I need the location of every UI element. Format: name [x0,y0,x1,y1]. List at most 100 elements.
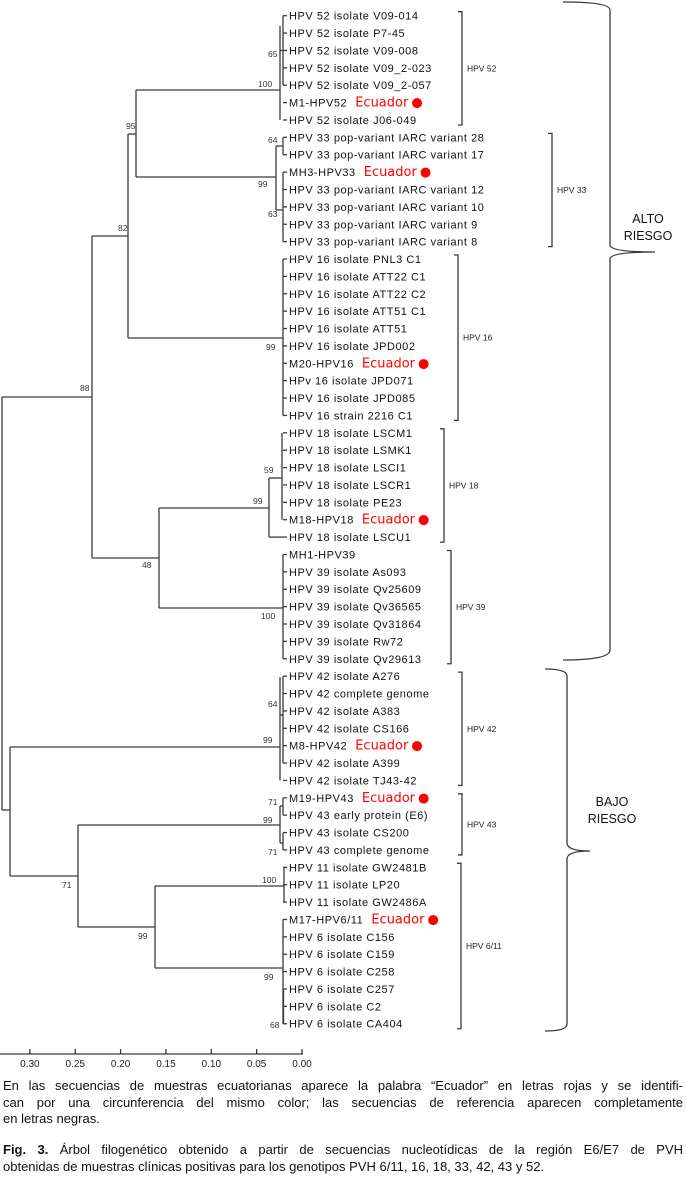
leaf-name: HPV 42 isolate A383 [289,706,400,718]
leaf-name: HPV 6 isolate C257 [289,984,395,996]
reference-sequence-label: HPV 16 isolate ATT22 C2 [289,289,426,301]
risk-label: RIESGO [588,812,637,826]
bootstrap-value: 99 [266,342,276,352]
leaf-name: HPV 16 isolate PNL3 C1 [289,254,422,266]
leaf-name: HPV 16 isolate JPD002 [289,341,416,353]
leaf-name: HPV 42 isolate TJ43-42 [289,775,417,787]
reference-sequence-label: HPV 11 isolate LP20 [289,880,400,892]
leaf-name: HPV 42 isolate A276 [289,671,400,683]
figure-label: Fig. 3. [3,1142,49,1157]
reference-sequence-label: HPV 18 isolate LSCI1 [289,463,406,475]
leaf-name: M8-HPV42 [289,741,347,753]
leaf-name: HPV 16 strain 2216 C1 [289,410,413,422]
leaf-name: HPV 52 isolate V09_2-023 [289,63,432,75]
group-bracket [454,254,459,422]
bootstrap-value: 100 [262,875,276,885]
group-bracket [548,132,553,248]
reference-sequence-label: HPV 39 isolate Rw72 [289,636,403,648]
leaf-name: HPV 11 isolate GW2486A [289,897,427,909]
ecuador-tag: Ecuador [362,791,416,806]
leaf-name: HPV 6 isolate CA404 [289,1019,403,1031]
reference-sequence-label: HPV 39 isolate Qv29613 [289,654,422,666]
reference-sequence-label: HPV 33 pop-variant IARC variant 12 [289,185,484,197]
reference-sequence-label: HPV 33 pop-variant IARC variant 9 [289,219,478,231]
bootstrap-value: 100 [258,79,272,89]
axis-tick-label: 0.25 [66,1059,86,1070]
group-bracket [458,793,463,856]
leaf-name: HPV 43 early protein (E6) [289,810,428,822]
reference-sequence-label: HPV 6 isolate C159 [289,949,395,961]
bootstrap-value: 88 [80,383,90,393]
leaf-name: M1-HPV52 [289,98,347,110]
leaf-name: HPV 33 pop-variant IARC variant 10 [289,202,484,214]
reference-sequence-label: HPV 39 isolate Qv31864 [289,619,422,631]
leaf-name: HPV 42 isolate A399 [289,758,400,770]
bootstrap-value: 71 [268,797,278,807]
reference-sequence-label: HPv 16 isolate JPD071 [289,376,414,388]
axis-tick-label: 0.30 [20,1059,40,1070]
ecuador-tag: Ecuador [355,96,409,111]
leaf-name: MH3-HPV33 [289,167,356,179]
reference-sequence-label: HPV 33 pop-variant IARC variant 17 [289,150,484,162]
reference-sequence-label: HPV 6 isolate C156 [289,932,395,944]
reference-sequence-label: HPV 6 isolate C2 [289,1001,382,1013]
brace-low-risk [544,668,591,1032]
leaf-name: HPV 11 isolate GW2481B [289,862,427,874]
leaf-name: HPV 39 isolate Qv29613 [289,654,422,666]
reference-sequence-label: HPV 16 isolate JPD085 [289,393,416,405]
leaf-name: HPV 39 isolate Qv25609 [289,584,422,596]
leaf-name: HPV 33 pop-variant IARC variant 8 [289,237,478,249]
reference-sequence-label: HPV 42 isolate A399 [289,758,400,770]
red-circle-icon: ● [427,912,438,927]
reference-sequence-label: HPV 18 isolate LSCU1 [289,532,411,544]
reference-sequence-label: HPV 52 isolate V09_2-023 [289,63,432,75]
reference-sequence-label: HPV 42 isolate CS166 [289,723,409,735]
caption-line: Árbol filogenético obtenido a partir de … [48,1142,684,1157]
reference-sequence-label: HPV 11 isolate GW2486A [289,897,427,909]
leaf-name: HPV 39 isolate Rw72 [289,636,403,648]
reference-sequence-label: HPV 33 pop-variant IARC variant 8 [289,237,478,249]
reference-sequence-label: HPV 6 isolate C258 [289,967,395,979]
legend-note: En las secuencias de muestras ecuatorian… [3,1078,683,1128]
leaf-name: M18-HPV18 [289,515,354,527]
reference-sequence-label: HPV 52 isolate V09_2-057 [289,80,432,92]
axis-tick-label: 0.10 [202,1059,222,1070]
reference-sequence-label: HPV 42 isolate A276 [289,671,400,683]
reference-sequence-label: HPV 6 isolate CA404 [289,1019,403,1031]
reference-sequence-label: HPV 16 isolate ATT51 [289,324,407,336]
leaf-name: HPV 52 isolate V09-014 [289,11,419,23]
reference-sequence-label: HPV 16 isolate ATT22 C1 [289,271,426,283]
axis-tick-label: 0.20 [111,1059,131,1070]
leaf-name: HPV 33 pop-variant IARC variant 17 [289,150,484,162]
bootstrap-value: 95 [126,121,136,131]
group-label: HPV 52 [467,63,497,73]
leaf-name: HPV 43 isolate CS200 [289,828,409,840]
reference-sequence-label: HPV 43 isolate CS200 [289,828,409,840]
group-bracket [440,428,445,543]
bootstrap-value: 82 [118,223,128,233]
group-bracket [457,862,462,1030]
red-circle-icon: ● [418,791,429,806]
leaf-name: HPV 16 isolate ATT51 C1 [289,306,426,318]
ecuador-tag: Ecuador [362,513,416,528]
group-bracket [447,549,452,665]
axis-tick-label: 0.15 [156,1059,176,1070]
leaf-name: HPV 18 isolate PE23 [289,497,402,509]
reference-sequence-label: HPV 42 isolate A383 [289,706,400,718]
group-label: HPV 18 [449,480,479,490]
reference-sequence-label: HPV 43 complete genome [289,845,430,857]
leaf-name: HPV 18 isolate LSCI1 [289,463,406,475]
caption-line: obtenidas de muestras clínicas positivas… [3,1158,545,1174]
leaf-name: HPV 52 isolate J06-049 [289,115,417,127]
phylogenetic-tree: 8882951006599646399489959100996471997171… [0,1,673,1070]
ecuador-tag: Ecuador [355,739,409,754]
reference-sequence-label: HPV 52 isolate P7-45 [289,28,405,40]
bootstrap-value: 71 [268,847,278,857]
red-circle-icon: ● [418,356,429,371]
reference-sequence-label: HPV 42 complete genome [289,689,430,701]
leaf-name: HPV 6 isolate C159 [289,949,395,961]
reference-sequence-label: HPV 42 isolate TJ43-42 [289,775,417,787]
